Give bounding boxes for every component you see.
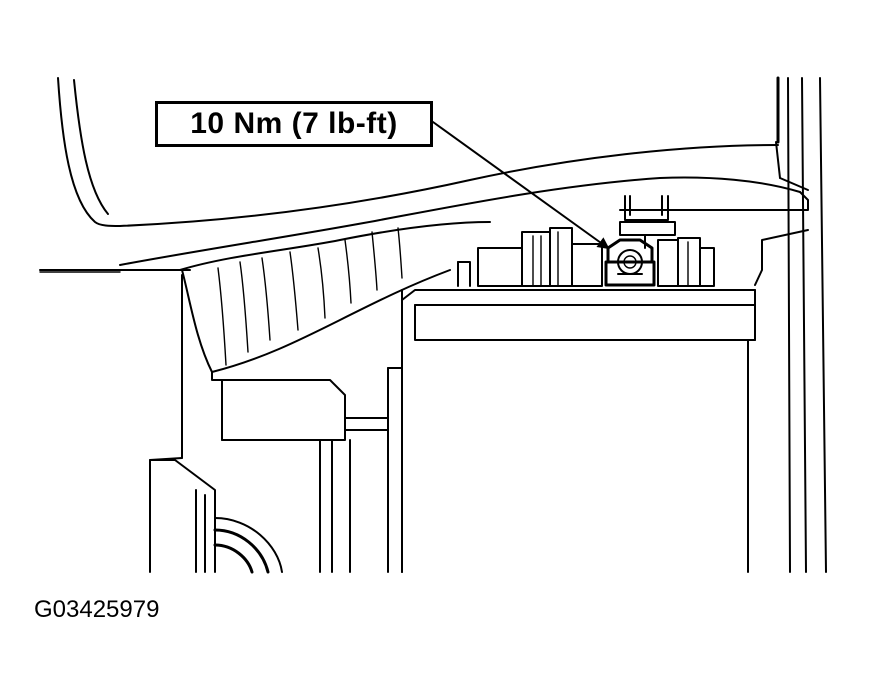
right-pillars [776,76,827,573]
relay-blocks [457,227,715,287]
bottom-left-clamp [213,517,283,574]
middle-vertical-rails [319,367,403,573]
junction-box [401,229,809,573]
connector-housing [619,195,676,249]
callout-leader-arrow [432,121,610,250]
torque-callout-label: 10 Nm (7 lb-ft) [190,107,398,140]
left-bracket-structure [149,274,389,573]
bolt [604,238,656,287]
torque-callout-box: 10 Nm (7 lb-ft) [155,101,433,147]
upper-harness-duct [119,141,809,266]
figure-id: G03425979 [34,596,160,623]
left-body-panel [39,77,191,273]
lower-harness-bundle [179,221,491,373]
